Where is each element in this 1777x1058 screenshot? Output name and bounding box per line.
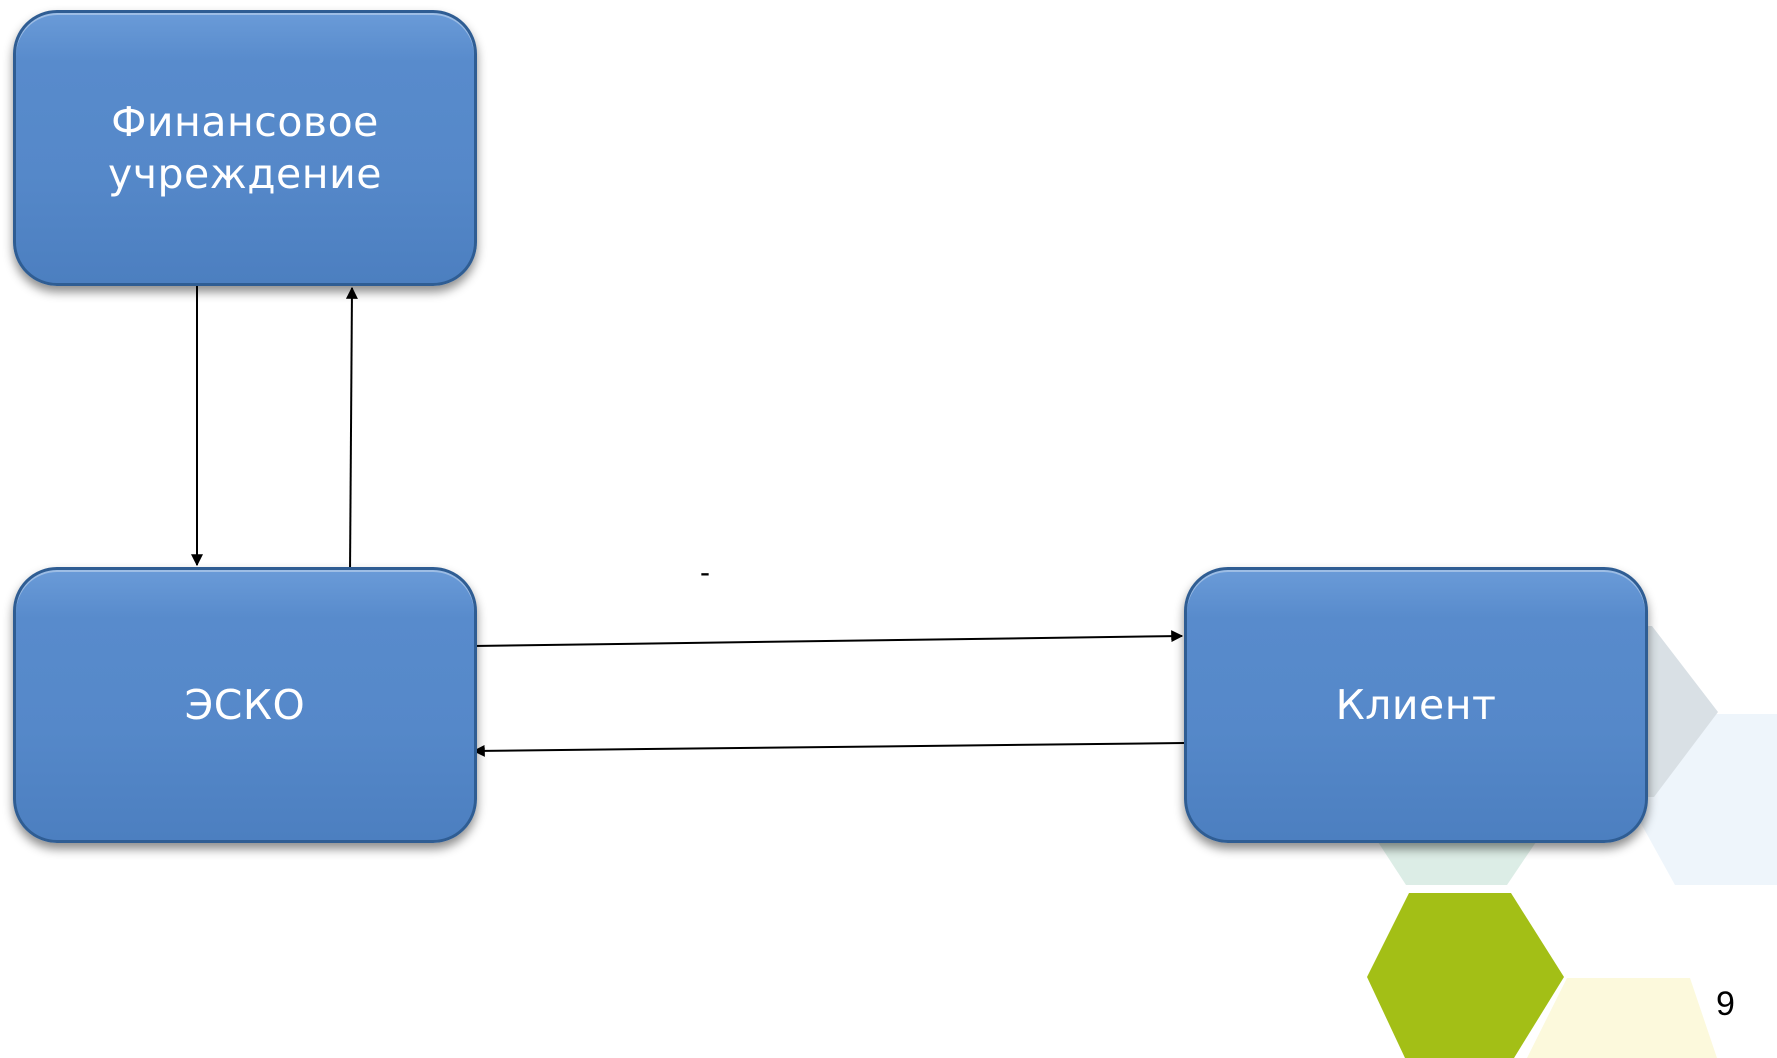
node-finance: Финансовое учреждение [13, 10, 477, 286]
arrow-esco-to-finance [345, 286, 358, 574]
dash-label: - [700, 556, 710, 589]
arrow-client-to-esco [472, 742, 1185, 757]
hexagon-mint [1378, 842, 1536, 885]
arrow-esco-to-client [472, 630, 1184, 647]
node-esco-label: ЭСКО [184, 681, 306, 729]
node-client: Клиент [1184, 567, 1648, 843]
hexagon-cream [1527, 978, 1717, 1058]
node-finance-label: Финансовое учреждение [108, 98, 382, 198]
hexagon-gray [1630, 626, 1718, 797]
page-number: 9 [1716, 985, 1735, 1023]
node-esco: ЭСКО [13, 567, 477, 843]
node-client-label: Клиент [1335, 681, 1497, 729]
hexagon-green [1367, 893, 1564, 1058]
